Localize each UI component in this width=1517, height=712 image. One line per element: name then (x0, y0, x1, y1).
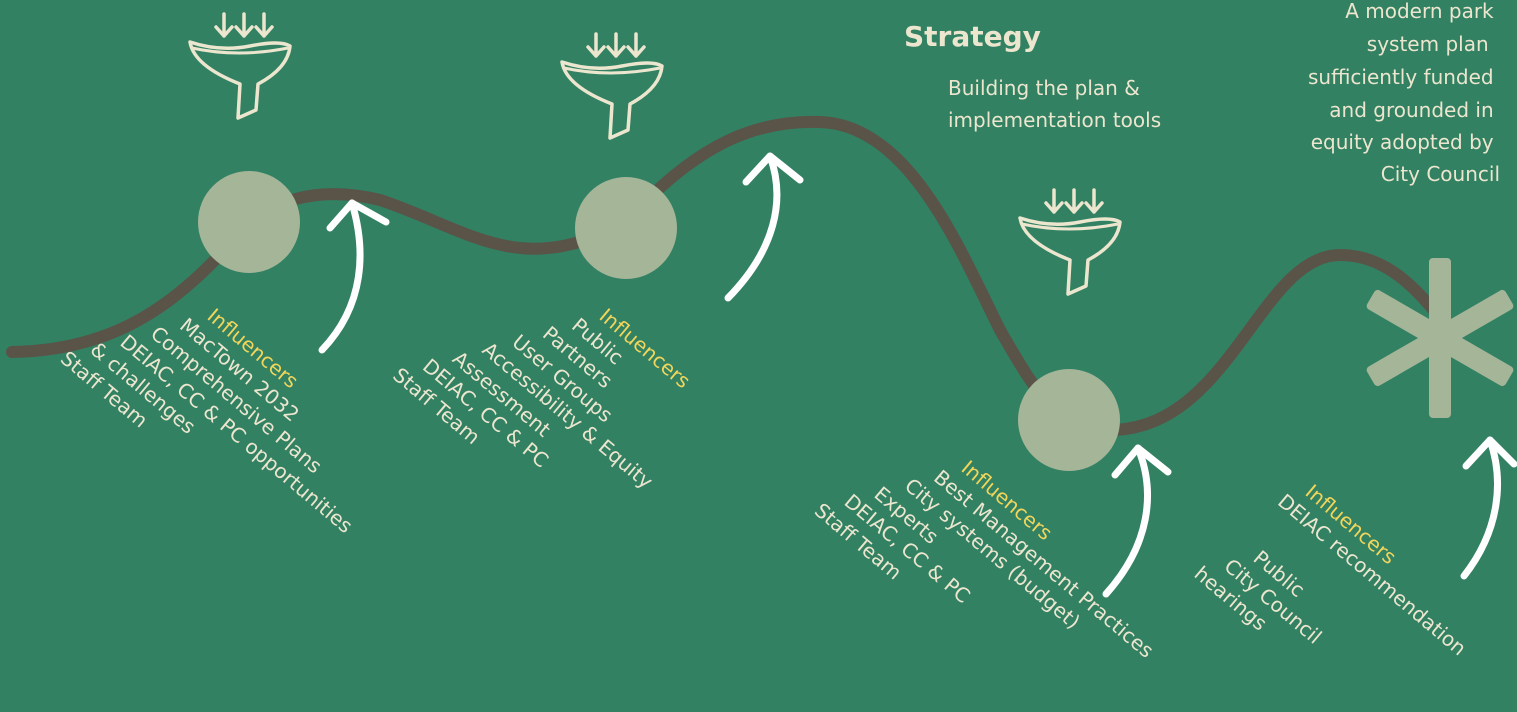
stage-3-influencers: Influencers Best Management Practices Ci… (810, 420, 1163, 708)
up-arrow-icon (1460, 436, 1517, 580)
stage-1-node (198, 171, 300, 273)
funnel-icon (188, 12, 292, 120)
stage-3-item-list: Best Management Practices City systems (… (810, 420, 1163, 708)
outcome-description: A modern park system plan sufficiently f… (1308, 0, 1500, 186)
stage-2-influencers: Influencers Public Partners User Groups … (388, 245, 711, 556)
up-arrow-icon (318, 199, 390, 354)
stage-2-node (575, 177, 677, 279)
stage-1-influencers: Influencers MacTown 2032 Comprehensive P… (56, 303, 357, 537)
up-arrow-icon (724, 152, 804, 302)
funnel-icon (560, 32, 664, 140)
funnel-icon (1018, 188, 1122, 296)
strategy-title: Strategy (904, 20, 1041, 53)
asterisk-icon (1366, 258, 1514, 418)
up-arrow-icon (1102, 444, 1172, 598)
strategy-description: Building the plan & implementation tools (948, 76, 1161, 132)
stage-3-node (1018, 369, 1120, 471)
stage-2-item-list: Public Partners User Groups Accessibilit… (388, 245, 711, 556)
